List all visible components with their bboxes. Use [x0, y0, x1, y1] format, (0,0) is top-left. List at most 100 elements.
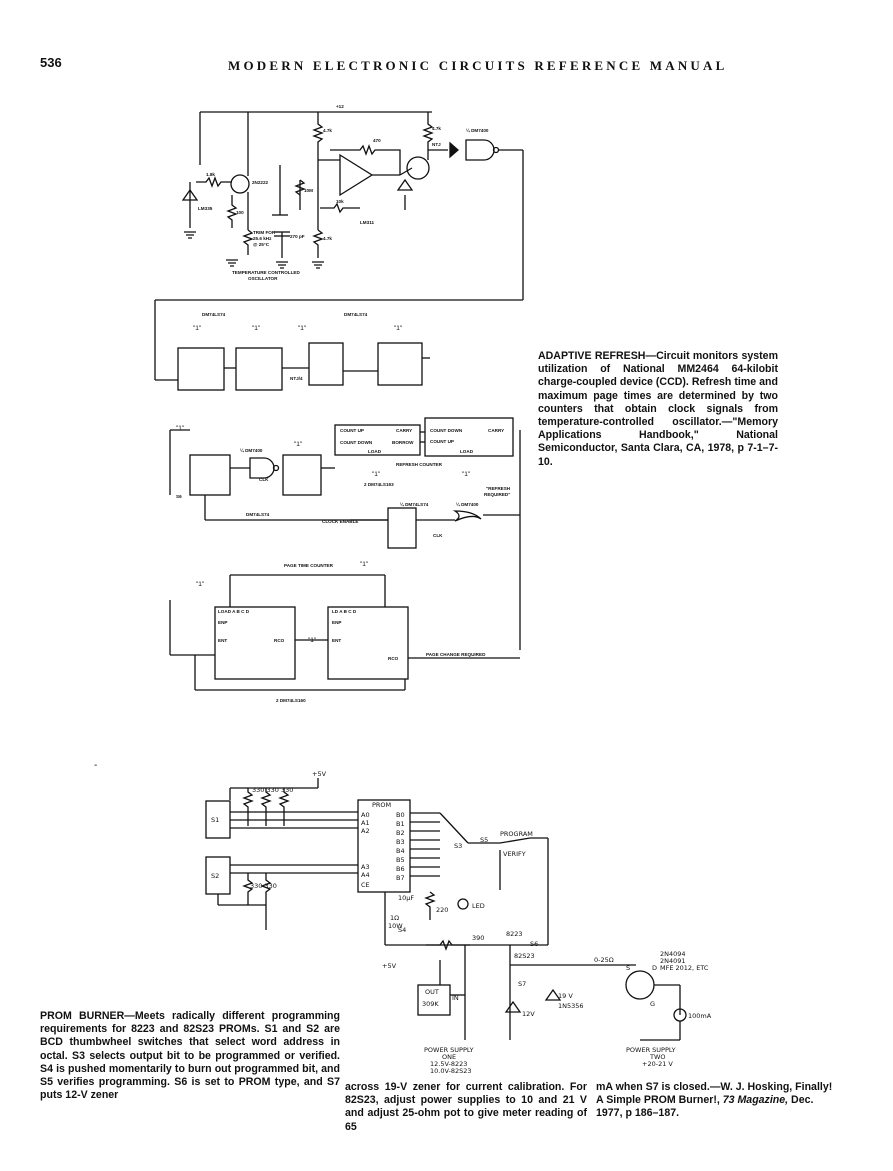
regulator-label: OUT — [425, 988, 439, 996]
power-supply-label: POWER SUPPLY — [626, 1046, 676, 1054]
pin-label: B1 — [396, 820, 405, 828]
counter-pin-label: COUNT UP — [430, 439, 454, 444]
caption-body: —Circuit monitors system utilization of … — [538, 350, 778, 468]
refresh-logic-schematic — [154, 299, 523, 691]
page-number: 536 — [40, 55, 62, 70]
capacitor-label: 10µF — [398, 894, 414, 902]
clk-label: CLK — [259, 477, 269, 482]
power-supply-label: ONE — [442, 1053, 456, 1061]
switch-label: S6 — [530, 940, 538, 948]
switch-label: S5 — [480, 836, 488, 844]
resistor-label: 10k — [336, 199, 344, 204]
caption-body: —Meets radically different programming r… — [40, 1010, 341, 1102]
oscillator-caption: TEMPERATURE CONTROLLED — [232, 270, 300, 275]
oscillator-caption: OSCILLATOR — [248, 276, 278, 281]
counter-pin-label: COUNT DOWN — [340, 440, 373, 445]
stray-mark: - — [94, 760, 98, 771]
journal-title: 73 Magazine, — [722, 1094, 789, 1107]
counter-pin-label: ENT — [218, 638, 227, 643]
counter-pin-label: ENP — [332, 620, 341, 625]
capacitor-label: 270 pF — [290, 234, 305, 239]
pin-label: A3 — [361, 863, 370, 871]
meter-label: 100mA — [688, 1012, 712, 1020]
running-title: MODERN ELECTRONIC CIRCUITS REFERENCE MAN… — [228, 58, 728, 73]
nand-label: ¼ DM7400 — [466, 127, 489, 133]
fet-pin-label: D — [652, 964, 657, 972]
counter-pin-label: COUNT DOWN — [430, 428, 463, 433]
ic-label: ¼ DM7400 — [240, 447, 263, 453]
counter-pin-label: LOAD — [368, 449, 382, 454]
refresh-required-label: "REFRESH — [486, 486, 511, 491]
counter-pin-label: CARRY — [396, 428, 412, 433]
regulator-label: 309K — [422, 1000, 439, 1008]
supply-label: +12 — [336, 104, 344, 109]
counter-pin-label: LD A B C D — [332, 609, 357, 614]
ic-label: ¼ DM74LS74 — [400, 501, 429, 507]
ic-label: ¼ DM7400 — [456, 501, 479, 507]
resistor-label: 10W — [388, 922, 403, 930]
regulator-label: IN — [452, 994, 459, 1002]
page-change-label: PAGE CHANGE REQUIRED — [426, 652, 486, 657]
prom-burner-caption-end: mA when S7 is closed.—W. J. Hosking, Fin… — [596, 1081, 838, 1121]
resistor-label: 220 — [436, 906, 448, 914]
logic-one-label: "1" — [308, 637, 317, 644]
trim-label: @ 25°C — [253, 242, 270, 247]
logic-one-label: "1" — [196, 581, 205, 588]
ic-label: 2 DM74LS160 — [276, 698, 306, 703]
counter-pin-label: BORROW — [392, 440, 414, 445]
pin-label: B0 — [396, 811, 405, 819]
prom-burner-caption-continued: across 19-V zener for current calibratio… — [345, 1081, 587, 1133]
counter-pin-label: ENP — [218, 620, 227, 625]
counter-pin-label: ENT — [332, 638, 341, 643]
resistor-label: 4.7k — [323, 128, 332, 133]
resistor-label: 4.7k — [323, 236, 332, 241]
zener-label: 1N5356 — [558, 1002, 584, 1010]
counter-pin-label: LOAD — [460, 449, 474, 454]
zener-label: 19 V — [558, 992, 573, 1000]
caption-title: ADAPTIVE REFRESH — [538, 350, 646, 362]
resistor-label: 330 330 — [250, 882, 277, 890]
resistor-label: 470 — [373, 138, 381, 143]
ic-label: DM74LS74 — [344, 312, 368, 317]
sensor-label: LM335 — [198, 206, 213, 211]
logic-one-label: "1" — [193, 325, 202, 332]
resistor-label: 4.7k — [432, 126, 441, 131]
logic-one-label: "1" — [394, 325, 403, 332]
pin-label: CE — [361, 881, 370, 889]
page-time-counter-label: PAGE TIME COUNTER — [284, 563, 334, 568]
ic-label: DM74LS74 — [202, 312, 226, 317]
logic-one-label: "1" — [294, 441, 303, 448]
program-label: PROGRAM — [500, 830, 533, 838]
logic-one-label: "1" — [360, 561, 369, 568]
switch-label: S4 — [398, 926, 406, 934]
ic-label: DM74LS74 — [246, 512, 270, 517]
pin-label: B2 — [396, 829, 405, 837]
zener-label: 12V — [522, 1010, 535, 1018]
prom-type-label: 8223 — [506, 930, 523, 938]
counter-pin-label: CARRY — [488, 428, 504, 433]
caption-title: PROM BURNER — [40, 1010, 125, 1022]
switch-label: S1 — [211, 816, 219, 824]
switch-label: S7 — [518, 980, 526, 988]
logic-one-label: "1" — [252, 325, 261, 332]
ntj4-label: NTJ/4 — [290, 376, 303, 381]
adaptive-refresh-caption: ADAPTIVE REFRESH—Circuit monitors system… — [538, 350, 778, 469]
trim-label: 25.6 kHz — [253, 236, 272, 241]
prom-label: PROM — [372, 801, 391, 809]
switch-label: S3 — [454, 842, 462, 850]
supply-label: +5V — [312, 770, 327, 778]
resistor-label: 10M — [304, 188, 313, 193]
power-supply-label: 10.0V-82S23 — [430, 1067, 472, 1075]
oscillator-schematic — [181, 111, 524, 300]
prom-burner-schematic — [205, 778, 687, 1041]
pin-label: B5 — [396, 856, 405, 864]
fet-label: MFE 2012, ETC — [660, 964, 709, 972]
power-supply-label: TWO — [649, 1053, 666, 1061]
pin-label: B7 — [396, 874, 405, 882]
supply-label: +5V — [382, 962, 397, 970]
pin-label: A0 — [361, 811, 370, 819]
ntj-label: NTJ — [432, 142, 441, 147]
pin-label: A2 — [361, 827, 370, 835]
trim-label: TRIM FOR — [253, 230, 276, 235]
